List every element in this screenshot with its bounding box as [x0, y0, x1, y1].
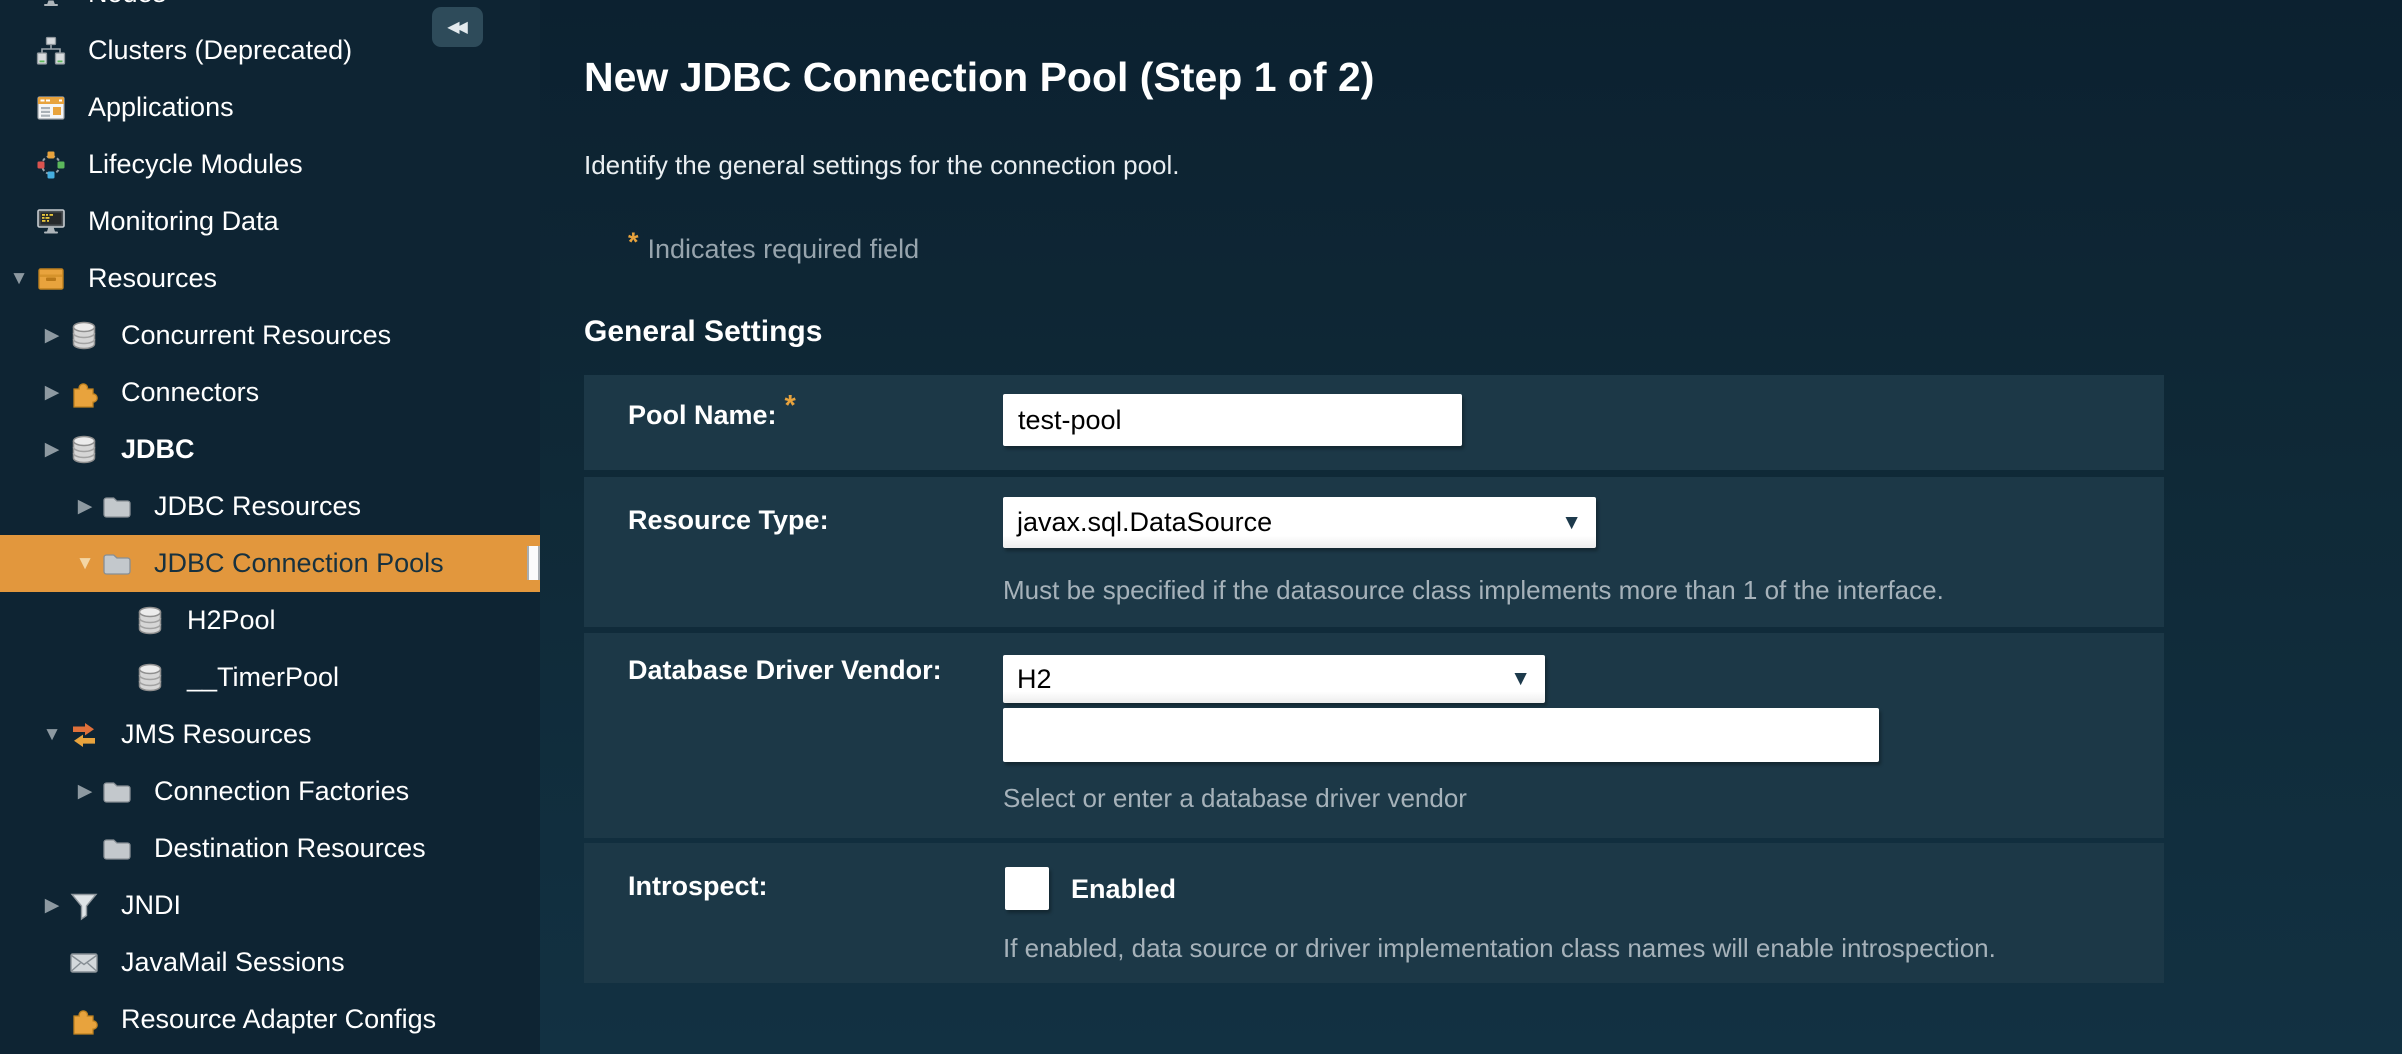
sidebar-item-resource-adapter-configs[interactable]: Resource Adapter Configs	[0, 991, 540, 1048]
form-row-resource-type: Resource Type: javax.sql.DataSource ▼ Mu…	[584, 477, 2164, 627]
sidebar-item-jdbc-connection-pools[interactable]: ▼ JDBC Connection Pools	[0, 535, 540, 592]
database-icon	[67, 319, 101, 353]
sidebar-item-label: Resource Adapter Configs	[121, 1004, 437, 1034]
monitoring-icon	[34, 205, 68, 239]
driver-vendor-label: Database Driver Vendor:	[628, 655, 942, 685]
lifecycle-icon	[34, 148, 68, 182]
nodes-icon	[34, 0, 68, 11]
section-title-general-settings: General Settings	[584, 315, 823, 348]
required-asterisk: *	[628, 227, 639, 257]
sidebar-item-label: Applications	[88, 92, 234, 122]
sidebar-item-label: JDBC	[121, 434, 195, 464]
sidebar-item-jdbc[interactable]: ▶ JDBC	[0, 421, 540, 478]
sidebar-item-jdbc-resources[interactable]: ▶ JDBC Resources	[0, 478, 540, 535]
database-icon	[133, 604, 167, 638]
sidebar-item-jms-resources[interactable]: ▼ JMS Resources	[0, 706, 540, 763]
introspect-label: Introspect:	[628, 871, 768, 901]
required-asterisk: *	[784, 390, 796, 422]
jms-arrows-icon	[67, 718, 101, 752]
introspect-enabled-checkbox[interactable]	[1005, 867, 1049, 910]
form-row-driver-vendor: Database Driver Vendor: H2 ▼ Select or e…	[584, 633, 2164, 838]
sidebar-item-label: Destination Resources	[154, 833, 426, 863]
sidebar-item-label: Monitoring Data	[88, 206, 279, 236]
expand-triangle-down-icon[interactable]: ▼	[75, 552, 95, 574]
sidebar-item-label: Resources	[88, 263, 218, 293]
form-row-pool-name: Pool Name:*	[584, 375, 2164, 470]
sidebar-item-connectors[interactable]: ▶ Connectors	[0, 364, 540, 421]
required-field-note: * Indicates required field	[628, 227, 920, 265]
sidebar-item-destination-resources[interactable]: Destination Resources	[0, 820, 540, 877]
expand-triangle-right-icon[interactable]: ▶	[77, 781, 93, 802]
expand-triangle-down-icon[interactable]: ▼	[42, 723, 62, 745]
sidebar-item-label: Clusters (Deprecated)	[88, 35, 353, 65]
funnel-icon	[67, 889, 101, 923]
form-row-introspect: Introspect: Enabled If enabled, data sou…	[584, 843, 2164, 983]
collapse-tree-button[interactable]: ◀◀	[432, 7, 483, 47]
resource-type-hint: Must be specified if the datasource clas…	[1003, 575, 1944, 605]
required-note-text: Indicates required field	[647, 234, 920, 264]
introspect-hint: If enabled, data source or driver implem…	[1003, 933, 1996, 963]
sidebar-item-lifecycle-modules[interactable]: Lifecycle Modules	[0, 136, 540, 193]
page-subtitle: Identify the general settings for the co…	[584, 150, 1180, 180]
sidebar-item-label: JNDI	[121, 890, 181, 920]
sidebar-item-concurrent-resources[interactable]: ▶ Concurrent Resources	[0, 307, 540, 364]
sidebar-item-javamail-sessions[interactable]: JavaMail Sessions	[0, 934, 540, 991]
sidebar-item-label: JMS Resources	[121, 719, 312, 749]
sidebar-item-clusters-deprecated[interactable]: Clusters (Deprecated)	[0, 22, 540, 79]
puzzle-icon	[67, 1003, 101, 1037]
sidebar-item-label: Connectors	[121, 377, 260, 407]
sidebar-item-label: Lifecycle Modules	[88, 149, 303, 179]
sidebar-item-label: H2Pool	[187, 605, 276, 635]
database-icon	[67, 433, 101, 467]
applications-icon	[34, 91, 68, 125]
driver-vendor-selected-value: H2	[1017, 663, 1052, 694]
nav-tree-sidebar: NodesClusters (Deprecated) ApplicationsLi…	[0, 0, 540, 1054]
sidebar-item-monitoring-data[interactable]: Monitoring Data	[0, 193, 540, 250]
sidebar-item-nodes[interactable]: Nodes	[0, 0, 540, 22]
pool-name-input[interactable]	[1003, 394, 1462, 446]
sidebar-item-connection-factories[interactable]: ▶ Connection Factories	[0, 763, 540, 820]
sidebar-item-label: Connection Factories	[154, 776, 410, 806]
expand-triangle-right-icon[interactable]: ▶	[44, 439, 60, 460]
puzzle-icon	[67, 376, 101, 410]
sidebar-item-timerpool[interactable]: __TimerPool	[0, 649, 540, 706]
sidebar-item-label: Concurrent Resources	[121, 320, 392, 350]
resource-type-select[interactable]: javax.sql.DataSource ▼	[1003, 497, 1596, 548]
expand-triangle-right-icon[interactable]: ▶	[77, 496, 93, 517]
dropdown-caret-icon: ▼	[1561, 510, 1582, 534]
sidebar-item-label: JDBC Resources	[154, 491, 362, 521]
database-icon	[133, 661, 167, 695]
sidebar-item-resources[interactable]: ▼ Resources	[0, 250, 540, 307]
sidebar-item-label: Nodes	[88, 0, 166, 9]
driver-vendor-select[interactable]: H2 ▼	[1003, 655, 1545, 703]
expand-triangle-right-icon[interactable]: ▶	[44, 325, 60, 346]
resource-type-label: Resource Type:	[628, 505, 829, 535]
folder-icon	[100, 547, 134, 581]
sidebar-item-h2pool[interactable]: H2Pool	[0, 592, 540, 649]
resource-type-selected-value: javax.sql.DataSource	[1017, 507, 1273, 537]
driver-vendor-input[interactable]	[1003, 708, 1879, 762]
mail-icon	[67, 946, 101, 980]
sidebar-item-label: __TimerPool	[187, 662, 340, 692]
page-title: New JDBC Connection Pool (Step 1 of 2)	[584, 54, 1375, 100]
pool-name-label: Pool Name:*	[628, 390, 796, 430]
folder-icon	[100, 775, 134, 809]
sidebar-item-label: JavaMail Sessions	[121, 947, 345, 977]
sidebar-item-label: JDBC Connection Pools	[154, 548, 444, 578]
sidebar-item-applications[interactable]: Applications	[0, 79, 540, 136]
main-content: New JDBC Connection Pool (Step 1 of 2) I…	[540, 0, 2402, 1054]
introspect-checkbox-label: Enabled	[1071, 874, 1177, 904]
folder-icon	[100, 490, 134, 524]
resources-box-icon	[34, 262, 68, 296]
expand-triangle-right-icon[interactable]: ▶	[44, 382, 60, 403]
expand-triangle-down-icon[interactable]: ▼	[9, 267, 29, 289]
driver-vendor-hint: Select or enter a database driver vendor	[1003, 783, 1467, 813]
clusters-icon	[34, 34, 68, 68]
expand-triangle-right-icon[interactable]: ▶	[44, 895, 60, 916]
tree-scrollbar-thumb[interactable]	[527, 546, 540, 580]
folder-icon	[100, 832, 134, 866]
sidebar-item-jndi[interactable]: ▶ JNDI	[0, 877, 540, 934]
collapse-double-arrow-icon: ◀◀	[447, 19, 468, 36]
dropdown-caret-icon: ▼	[1510, 667, 1531, 690]
